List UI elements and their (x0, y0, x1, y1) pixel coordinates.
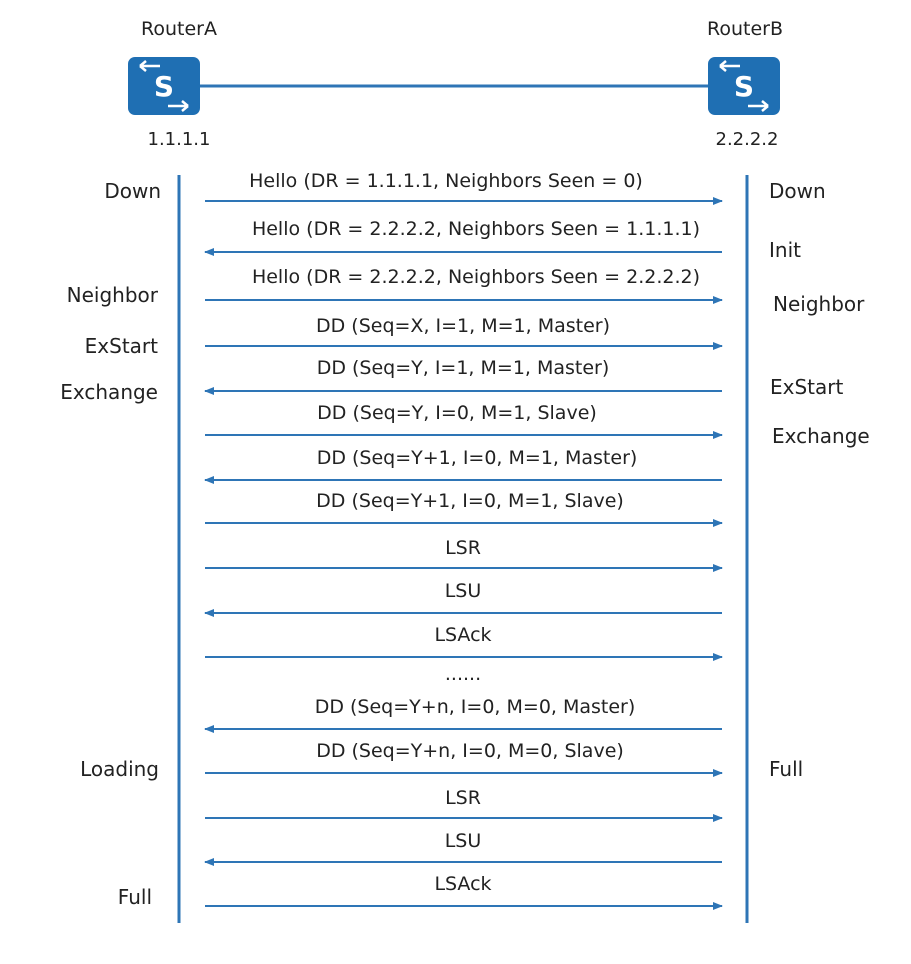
router-b-name: RouterB (707, 18, 783, 40)
state-a-exstart: ExStart (85, 334, 158, 358)
state-b-exchange: Exchange (772, 424, 870, 448)
state-a-exchange: Exchange (60, 380, 158, 404)
message-label: LSR (445, 537, 481, 559)
switch-icon: S (128, 57, 200, 115)
message-label: LSR (445, 787, 481, 809)
message-label: DD (Seq=X, I=1, M=1, Master) (316, 315, 610, 337)
router-a-name: RouterA (141, 18, 217, 40)
message-label: DD (Seq=Y+1, I=0, M=1, Slave) (316, 490, 624, 512)
state-a-neighbor: Neighbor (67, 283, 159, 307)
state-b-full: Full (769, 757, 803, 781)
message-label: LSAck (434, 873, 491, 895)
message-label: Hello (DR = 2.2.2.2, Neighbors Seen = 2.… (252, 266, 700, 288)
message-label: LSU (445, 580, 482, 602)
state-a-down: Down (104, 179, 161, 203)
state-b-init: Init (769, 238, 801, 262)
message-label: Hello (DR = 2.2.2.2, Neighbors Seen = 1.… (252, 218, 700, 240)
state-b-down: Down (769, 179, 826, 203)
message-label: DD (Seq=Y+n, I=0, M=0, Slave) (316, 740, 624, 762)
router-a-ip: 1.1.1.1 (148, 129, 211, 150)
state-a-full: Full (118, 885, 152, 909)
message-label: LSAck (434, 624, 491, 646)
message-label: DD (Seq=Y, I=1, M=1, Master) (317, 357, 610, 379)
switch-icon: S (708, 57, 780, 115)
svg-text:S: S (154, 70, 174, 103)
message-label: LSU (445, 830, 482, 852)
message-label: DD (Seq=Y+1, I=0, M=1, Master) (317, 447, 638, 469)
message-label: DD (Seq=Y, I=0, M=1, Slave) (317, 402, 597, 424)
state-b-neighbor: Neighbor (773, 292, 865, 316)
state-a-loading: Loading (80, 757, 159, 781)
message-label: DD (Seq=Y+n, I=0, M=0, Master) (315, 696, 636, 718)
ellipsis-label: ...... (445, 663, 481, 685)
router-b-ip: 2.2.2.2 (716, 129, 779, 150)
state-b-exstart: ExStart (770, 375, 843, 399)
svg-text:S: S (734, 70, 754, 103)
message-label: Hello (DR = 1.1.1.1, Neighbors Seen = 0) (249, 170, 643, 192)
